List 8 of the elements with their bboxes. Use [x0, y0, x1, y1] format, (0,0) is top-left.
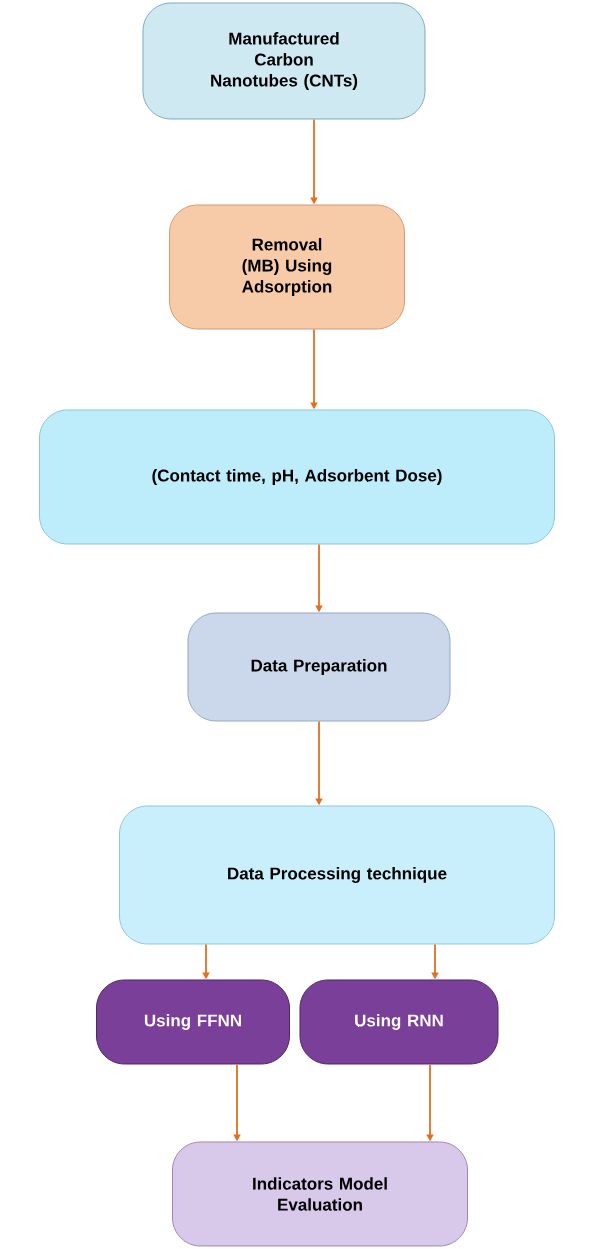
process-box: Removal (MB) Using Adsorption — [169, 204, 405, 330]
process-box: Indicators Model Evaluation — [172, 1141, 468, 1247]
process-box: Data Preparation — [187, 612, 451, 722]
process-box: Data Processing technique — [119, 805, 555, 945]
process-box: Using RNN — [299, 979, 499, 1065]
process-box: Manufactured Carbon Nanotubes (CNTs) — [142, 2, 426, 120]
process-box: (Contact time, pH, Adsorbent Dose) — [39, 409, 555, 545]
process-box: Using FFNN — [96, 979, 290, 1065]
